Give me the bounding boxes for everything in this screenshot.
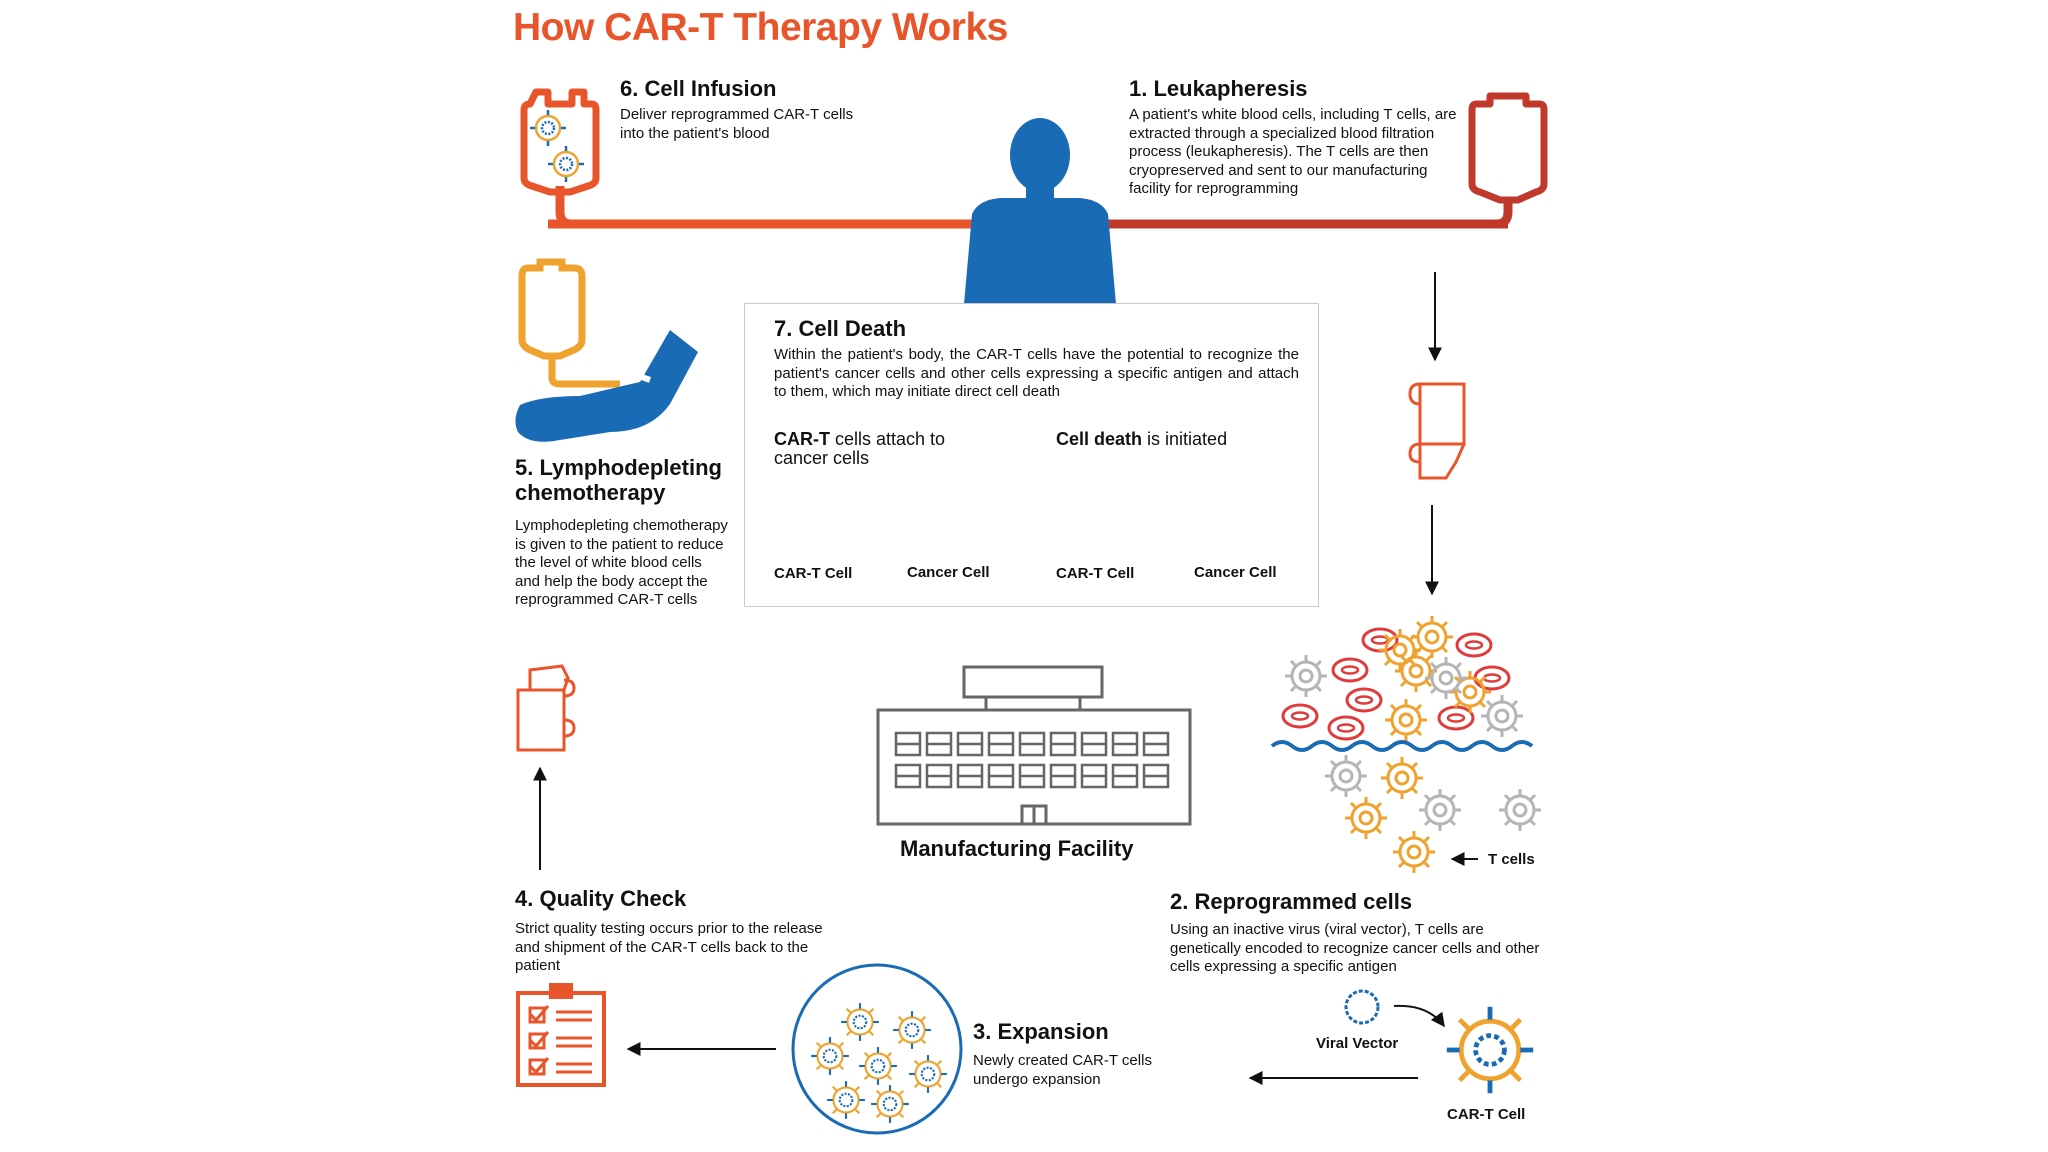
viral-vector-icon [1344,989,1380,1025]
step-2-text: Using an inactive virus (viral vector), … [1170,921,1540,975]
expansion-dish-icon [791,963,963,1135]
panel-left-rest: cells attach to cancer cells [774,429,946,468]
viral-vector-label: Viral Vector [1316,1035,1399,1052]
collection-bag-icon [1468,92,1548,204]
tube-connector-left [555,186,573,229]
step-3-text: Newly created CAR-T cells undergo expans… [973,1052,1152,1088]
arrow-viral-vector [1393,1004,1445,1028]
infusion-bag-icon [520,88,600,196]
step-2: 2. Reprogrammed cells Using an inactive … [1170,889,1545,977]
panel-right-bold: Cell death [1056,429,1143,449]
manufacturing-label: Manufacturing Facility [900,836,1134,861]
step-6: 6. Cell Infusion Deliver reprogrammed CA… [620,76,880,143]
clipboard-icon [516,983,606,1087]
panel-right-caption: Cell death is initiated [1056,430,1296,449]
step-1-text: A patient's white blood cells, including… [1129,106,1457,197]
step-3-heading: 3. Expansion [973,1019,1109,1044]
panel-left-cancer-label: Cancer Cell [907,564,990,581]
page-title: How CAR-T Therapy Works [513,6,1008,49]
panel-left-bold: CAR-T [774,429,830,449]
return-box-icon [516,664,576,752]
shipping-box-icon [1408,382,1466,480]
chemo-bag-icon [518,258,620,388]
factory-icon [876,665,1192,826]
step-2-heading: 2. Reprogrammed cells [1170,889,1413,914]
arm-icon [515,330,698,442]
step-4: 4. Quality Check Strict quality testing … [515,886,845,976]
panel-left-caption: CAR-T cells attach to cancer cells [774,430,974,468]
step-1-heading: 1. Leukapheresis [1129,76,1308,101]
patient-silhouette [964,118,1116,304]
step-6-text: Deliver reprogrammed CAR-T cells into th… [620,106,854,142]
cart-cell-label: CAR-T Cell [1447,1106,1526,1123]
panel-right-cart-label: CAR-T Cell [1056,565,1135,582]
step-7-text: Within the patient's body, the CAR-T cel… [774,346,1299,400]
panel-left-cart-label: CAR-T Cell [774,565,853,582]
step-4-text: Strict quality testing occurs prior to t… [515,920,823,974]
blood-cells-cluster [1270,614,1543,875]
step-3: 3. Expansion Newly created CAR-T cells u… [973,1019,1193,1089]
panel-right-cancer-label: Cancer Cell [1194,564,1277,581]
step-5: 5. Lymphodepleting chemotherapy Lymphode… [515,455,730,610]
step-5-text: Lymphodepleting chemotherapy is given to… [515,517,728,608]
cell-death-box: 7. Cell Death Within the patient's body,… [744,303,1319,607]
tube-connector-right [1495,198,1513,229]
step-1: 1. Leukapheresis A patient's white blood… [1129,76,1459,199]
cart-cell-large-icon [1447,1007,1533,1093]
step-6-heading: 6. Cell Infusion [620,76,777,101]
step-4-heading: 4. Quality Check [515,886,687,911]
step-7-heading: 7. Cell Death [774,316,907,341]
step-5-heading: 5. Lymphodepleting chemotherapy [515,455,722,505]
factory-windows [894,731,1170,789]
panel-right-rest: is initiated [1142,429,1228,449]
t-cells-label: T cells [1488,851,1535,868]
